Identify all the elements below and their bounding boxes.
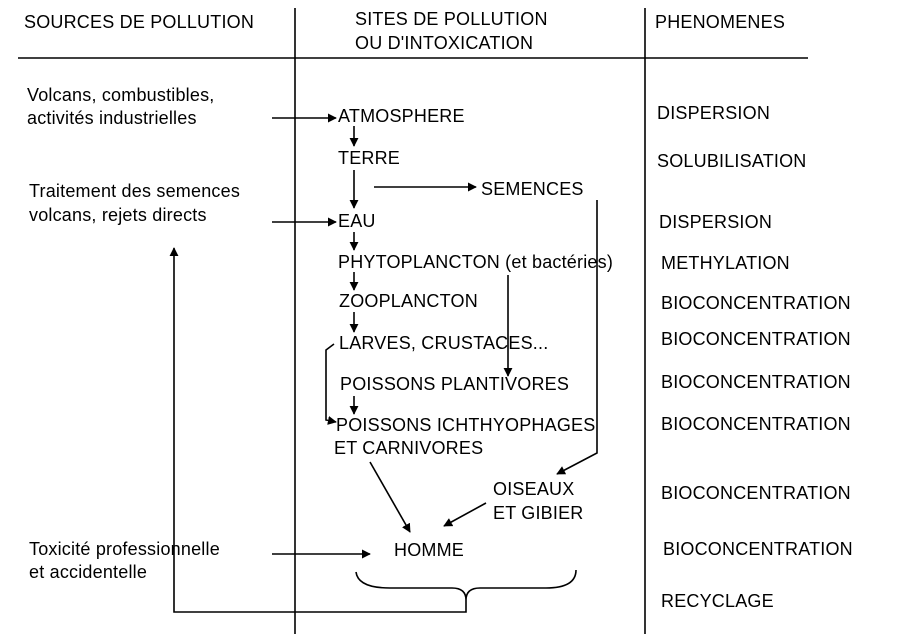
site-oiseaux-line2: ET GIBIER (493, 503, 584, 523)
phenomenon-bioconcentration-6: BIOCONCENTRATION (663, 539, 853, 559)
arrow-recycling-loop (169, 247, 467, 613)
arrow-semences-to-oiseaux (556, 200, 598, 475)
arrow-oiseaux-to-homme (443, 502, 487, 527)
phenomenon-methylation: METHYLATION (661, 253, 790, 273)
phenomenon-bioconcentration-3: BIOCONCENTRATION (661, 372, 851, 392)
arrow-ichthyophages-to-homme (369, 461, 411, 533)
phenomenon-recyclage: RECYCLAGE (661, 591, 774, 611)
source-professional-line2: et accidentelle (29, 562, 148, 582)
site-semences: SEMENCES (481, 179, 584, 199)
phenomenon-bioconcentration-4: BIOCONCENTRATION (661, 414, 851, 434)
header-sites-line1: SITES DE POLLUTION (355, 9, 548, 29)
site-plantivores: POISSONS PLANTIVORES (340, 374, 570, 394)
site-phytoplancton: PHYTOPLANCTON (et bactéries) (338, 252, 614, 272)
source-professional-line1: Toxicité professionnelle (29, 539, 220, 559)
phenomenon-dispersion-1: DISPERSION (657, 103, 771, 123)
source-seeds-line2: volcans, rejets directs (29, 205, 207, 225)
site-ichthyophages-line2: ET CARNIVORES (334, 438, 484, 458)
phenomenon-bioconcentration-2: BIOCONCENTRATION (661, 329, 851, 349)
phenomenon-bioconcentration-1: BIOCONCENTRATION (661, 293, 851, 313)
site-ichthyophages-line1: POISSONS ICHTHYOPHAGES (336, 415, 596, 435)
site-terre: TERRE (338, 148, 401, 168)
site-zooplancton: ZOOPLANCTON (339, 291, 478, 311)
arrow-larves-to-ichthyophages (325, 343, 337, 425)
site-homme: HOMME (394, 540, 464, 560)
site-eau: EAU (338, 211, 376, 231)
phenomenon-bioconcentration-5: BIOCONCENTRATION (661, 483, 851, 503)
phenomenon-solubilisation: SOLUBILISATION (657, 151, 807, 171)
site-atmosphere: ATMOSPHERE (338, 106, 465, 126)
header-phenomena: PHENOMENES (655, 12, 786, 32)
phenomenon-dispersion-2: DISPERSION (659, 212, 773, 232)
source-volcanoes-line2: activités industrielles (27, 108, 197, 128)
header-sources: SOURCES DE POLLUTION (24, 12, 255, 32)
site-oiseaux-line1: OISEAUX (493, 479, 575, 499)
header-sites-line2: OU D'INTOXICATION (355, 33, 534, 53)
site-larves: LARVES, CRUSTACES... (339, 333, 549, 353)
source-volcanoes-line1: Volcans, combustibles, (27, 85, 215, 105)
source-seeds-line1: Traitement des semences (29, 181, 241, 201)
recycling-brace (355, 569, 577, 601)
